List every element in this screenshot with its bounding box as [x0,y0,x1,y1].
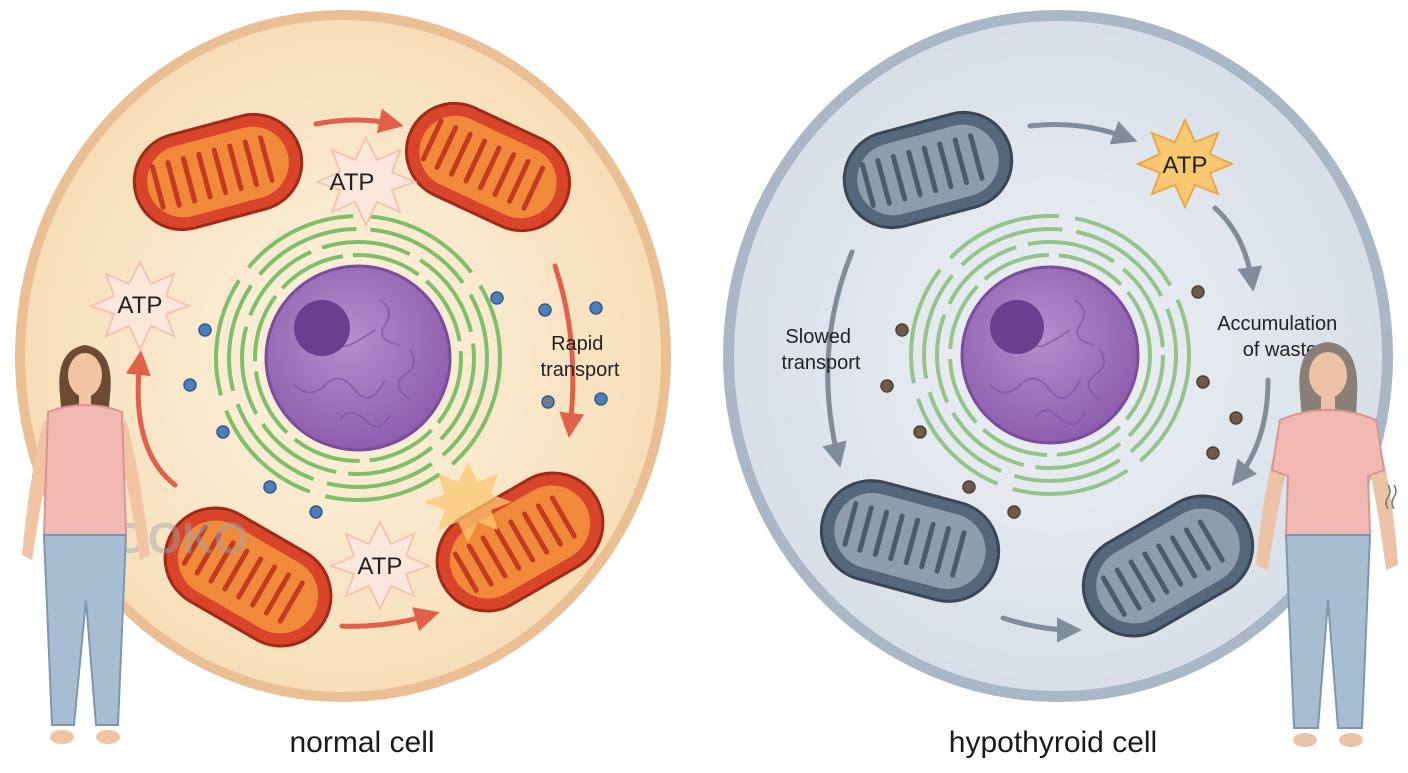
normal-nucleus [264,264,452,452]
normal-atp-burst-bottom: ATP [328,519,432,612]
normal-cell-title: normal cell [289,726,434,759]
foot-left [1293,733,1317,747]
jeans [42,534,128,726]
hypo-mitochondrion-bottom-left [819,479,1001,603]
t-shirt [1270,409,1386,536]
hypo-mitochondrion-top-left [842,110,1014,230]
atp-label: ATP [118,292,163,319]
hypothyroid-cell: ATP Slowed transport Accumulation of was… [723,10,1393,702]
arrow-lower-right [1231,377,1271,486]
normal-mitochondrion-top-right [404,101,572,233]
atp-label: ATP [358,553,403,580]
foot-right [1339,733,1363,747]
normal-person-figure [22,345,150,744]
hypo-waste-particles [880,285,1243,519]
face [68,353,102,397]
normal-arrows [125,108,585,632]
atp-label: ATP [330,169,375,196]
normal-mitochondrion-top-left [132,112,304,232]
rapid-transport-label: Rapid transport [541,333,620,381]
arrow-bottom [339,607,440,632]
hypo-mitochondrion-bottom-right [1081,494,1255,638]
neck [1321,395,1335,409]
hypothyroid-cell-title: hypothyroid cell [949,726,1157,759]
arrow-top [313,108,404,134]
tank-top [42,404,128,536]
foot-right [96,730,120,744]
normal-atp-burst-left: ATP [88,259,192,352]
foot-left [50,730,74,744]
normal-mitochondrion-bottom-right [435,471,605,613]
arrow-right [552,263,585,438]
jeans [1284,534,1372,729]
hypo-nucleus [960,265,1140,445]
arrow-bottom [1000,615,1082,643]
slowed-transport-label: Slowed transport [782,326,861,374]
normal-atp-burst-top: ATP [314,135,418,228]
hypo-nucleolus [990,300,1044,354]
arrow-left [822,249,855,468]
face [1309,352,1347,398]
normal-vesicles [183,291,608,519]
arrow-top [1027,121,1138,145]
normal-cell: ATP ATP ATP Rapid trans [15,10,671,702]
hypo-arrows [822,121,1271,643]
arrow-upper-right [1212,205,1263,292]
accumulation-of-waste-label: Accumulation of waste [1217,313,1343,361]
normal-er [214,214,502,502]
normal-nucleolus [294,300,350,356]
normal-energy-glow-bottom [424,462,512,542]
arrow-left [125,350,178,488]
hypo-er [909,214,1191,496]
hypo-atp-burst: ATP [1135,117,1235,210]
atp-label: ATP [1163,152,1208,179]
tremor-lines [1385,484,1397,510]
hypothyroid-person-figure [1256,342,1398,747]
